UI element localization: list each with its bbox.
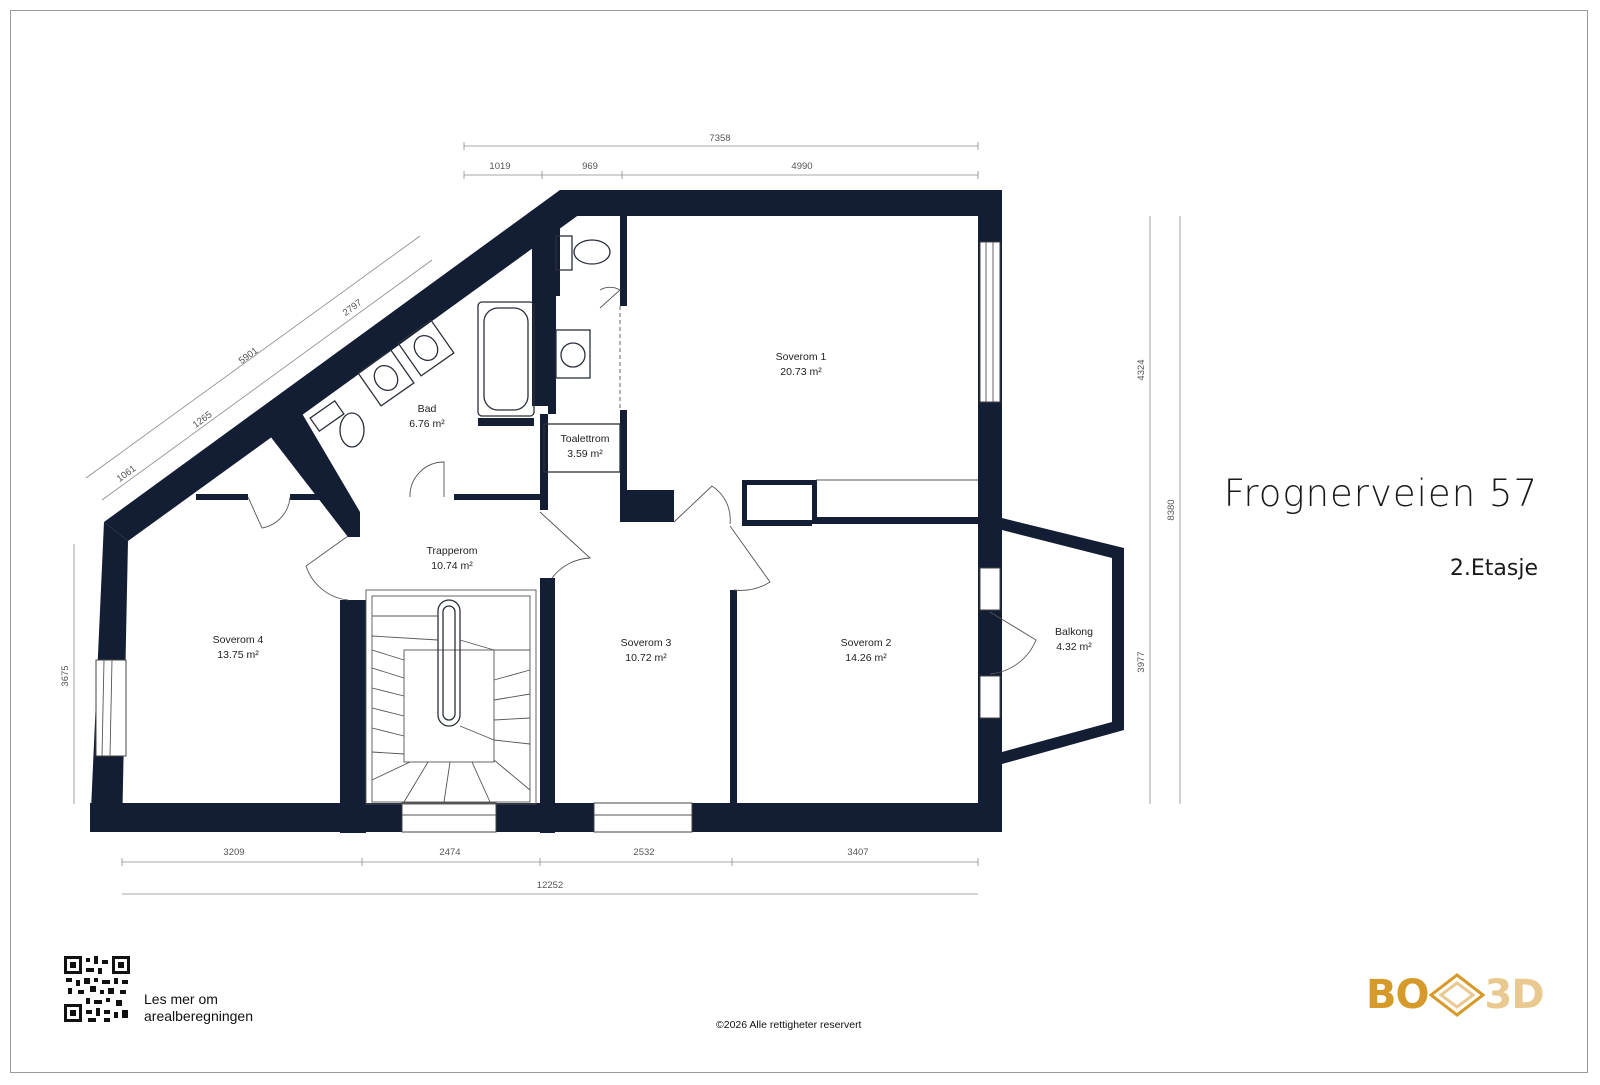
room-name-balkong: Balkong — [1055, 626, 1093, 638]
dim-top-total: 7358 — [709, 133, 730, 144]
stairs — [365, 589, 537, 805]
room-area-balkong: 4.32 m² — [1056, 641, 1092, 653]
room-area-trapperom: 10.74 m² — [431, 560, 473, 572]
dimension-lines: 7358 1019 969 4990 5901 2797 1265 1061 3… — [60, 133, 1181, 895]
dim-top-b: 969 — [582, 161, 598, 172]
room-name-trapperom: Trapperom — [427, 545, 478, 557]
dim-bottom-c: 2532 — [633, 847, 654, 858]
fixtures — [309, 235, 978, 481]
room-name-soverom1: Soverom 1 — [776, 351, 827, 363]
room-area-soverom3: 10.72 m² — [625, 652, 667, 664]
property-title: Frognerveien 57 — [1223, 472, 1538, 515]
room-name-bad: Bad — [418, 403, 437, 415]
room-name-toalettrom: Toalettrom — [560, 433, 609, 445]
floor-label: 2.Etasje — [1449, 556, 1538, 581]
room-area-soverom1: 20.73 m² — [780, 366, 822, 378]
room-area-soverom2: 14.26 m² — [845, 652, 887, 664]
room-area-toalettrom: 3.59 m² — [567, 448, 603, 460]
logo-text-left: BO — [1366, 972, 1429, 1018]
dim-diag-total: 5901 — [237, 345, 261, 366]
windows — [95, 241, 1001, 833]
dim-right-total: 8380 — [1166, 499, 1177, 520]
copyright-notice: ©2026 Alle rettigheter reservert — [716, 1019, 862, 1031]
diamond-icon — [1428, 973, 1485, 1017]
dim-bottom-b: 2474 — [439, 847, 460, 858]
room-name-soverom2: Soverom 2 — [841, 637, 892, 649]
dim-bottom-d: 3407 — [847, 847, 868, 858]
room-name-soverom4: Soverom 4 — [213, 634, 264, 646]
dim-left: 3675 — [60, 665, 71, 686]
dim-bottom-a: 3209 — [223, 847, 244, 858]
room-area-soverom4: 13.75 m² — [217, 649, 259, 661]
bo3d-logo: BO 3D — [1366, 970, 1545, 1018]
walls — [90, 190, 1124, 833]
dim-diag-b: 1265 — [191, 409, 215, 430]
dim-diag-a: 2797 — [341, 297, 365, 318]
dim-top-c: 4990 — [791, 161, 812, 172]
qr-caption-line2: arealberegningen — [144, 1008, 253, 1024]
doors — [247, 286, 1037, 675]
room-area-bad: 6.76 m² — [409, 418, 445, 430]
room-name-soverom3: Soverom 3 — [621, 637, 672, 649]
qr-code[interactable] — [64, 956, 130, 1022]
dim-diag-c: 1061 — [115, 463, 139, 484]
dim-bottom-total: 12252 — [537, 880, 563, 891]
page-frame — [10, 10, 1588, 1073]
room-labels: Soverom 1 20.73 m² Bad 6.76 m² Toalettro… — [213, 351, 1094, 664]
dim-top-a: 1019 — [489, 161, 510, 172]
logo-text-right: 3D — [1484, 972, 1545, 1018]
dim-right-a: 4324 — [1136, 359, 1147, 380]
qr-caption-line1: Les mer om — [144, 991, 218, 1007]
qr-caption[interactable]: Les mer om arealberegningen — [144, 991, 253, 1025]
dim-right-b: 3977 — [1136, 651, 1147, 672]
